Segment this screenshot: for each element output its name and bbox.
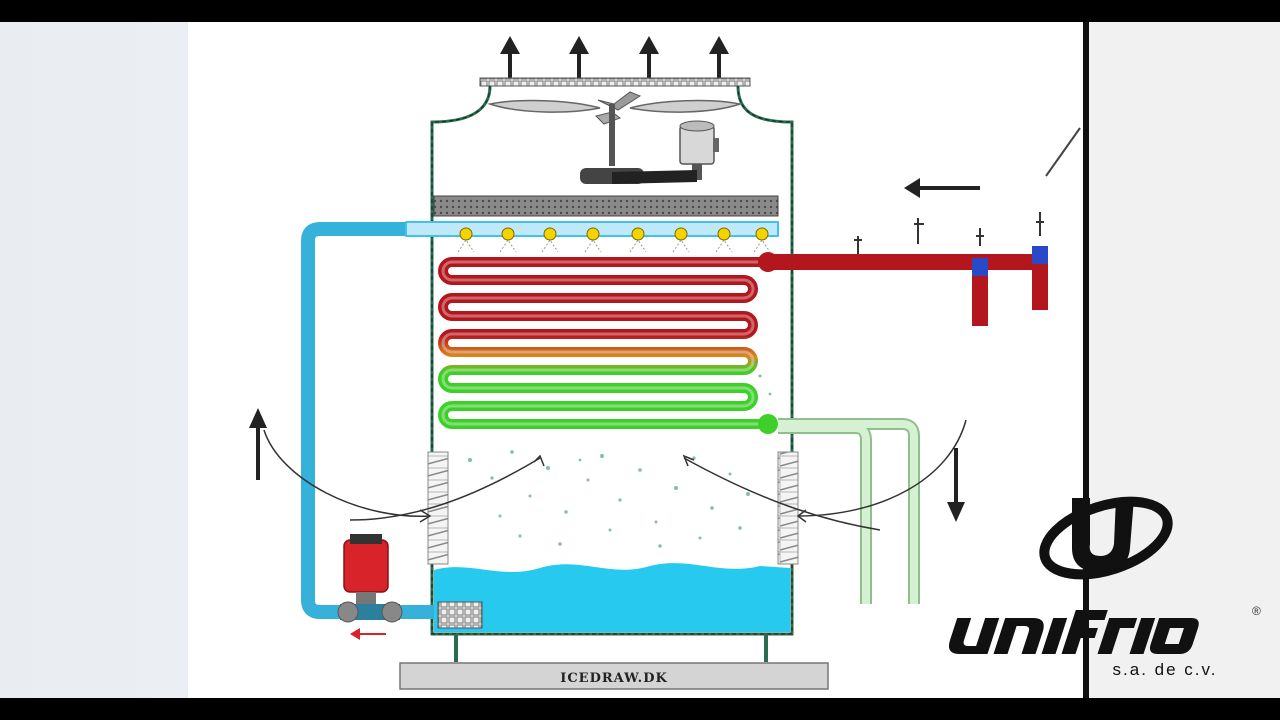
- air-inlet-louver-left: [427, 451, 449, 565]
- up-arrow-icon: [639, 36, 659, 82]
- spray-nozzle-icon: [672, 227, 690, 253]
- spray-nozzle-icon: [584, 227, 602, 253]
- basin-water: [434, 563, 790, 632]
- hot-gas-inlet-piping: [758, 212, 1048, 326]
- air-inlet-louver-right: [777, 451, 799, 565]
- registered-mark: ®: [1252, 604, 1261, 618]
- valve-icon: [972, 258, 988, 276]
- coil-outlet: [758, 414, 778, 434]
- spray-nozzle-icon: [715, 227, 733, 253]
- valve-icon: [1032, 246, 1048, 264]
- brand-subtitle: s.a. de c.v.: [1112, 660, 1218, 679]
- spray-nozzle-icon: [541, 227, 559, 253]
- brand-logo: [948, 496, 1199, 654]
- up-arrow-icon: [709, 36, 729, 82]
- spray-nozzle-icon: [499, 227, 517, 253]
- motor-icon: [612, 120, 719, 184]
- left-arrow-icon: [904, 178, 980, 198]
- up-arrow-icon: [569, 36, 589, 82]
- vertical-divider: [1083, 22, 1089, 698]
- watermark-text: ICEDRAW.DK: [560, 671, 668, 686]
- tower-legs: [454, 634, 768, 662]
- base-plinth: [399, 662, 829, 690]
- up-arrow-icon: [249, 408, 267, 480]
- spray-nozzle-icon: [629, 227, 647, 253]
- exhaust-air-arrows: [500, 36, 729, 82]
- basin-strainer: [437, 601, 483, 629]
- inlet-air-flow: [263, 419, 967, 531]
- blurred-right-margin: [1090, 22, 1280, 698]
- falling-water-droplets: [468, 360, 772, 548]
- fan-grating: [479, 77, 751, 87]
- condenser-coil: [438, 257, 768, 429]
- up-arrow-icon: [500, 36, 520, 82]
- drift-eliminator: [433, 195, 779, 217]
- down-arrow-icon: [947, 448, 965, 522]
- spray-nozzle-icon: [753, 227, 771, 253]
- spray-nozzle-icon: [457, 227, 475, 253]
- spray-nozzles: [457, 227, 771, 253]
- pump-icon: [337, 534, 403, 640]
